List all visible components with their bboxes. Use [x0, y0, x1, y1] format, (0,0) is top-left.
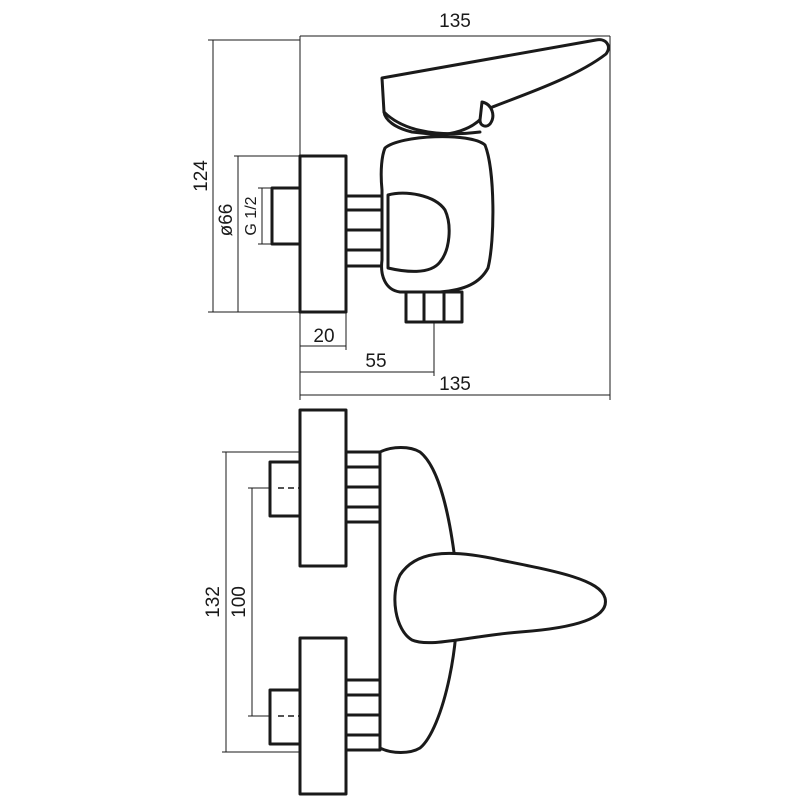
top-view: 132 100 — [203, 408, 607, 796]
dim-diameter: ø66 — [216, 204, 237, 237]
body-recess-side — [386, 191, 451, 273]
dim-flange-depth: 20 — [313, 326, 334, 347]
lever-handle-front — [393, 551, 607, 645]
dim-total-length: 132 — [203, 586, 224, 618]
dim-bottom-width: 135 — [439, 374, 471, 395]
side-view: 135 124 ø66 G 1/2 20 55 135 — [191, 11, 611, 400]
handle-cap-side — [382, 110, 482, 136]
outlet-spout-side — [404, 290, 464, 324]
lever-handle-side — [380, 38, 610, 137]
dim-thread: G 1/2 — [243, 196, 260, 235]
wall-flange-upper — [298, 408, 348, 568]
inlet-pipe-lower — [268, 688, 304, 746]
dim-top-width: 135 — [439, 11, 471, 32]
handle-button-side — [478, 100, 495, 128]
dim-height: 124 — [191, 160, 212, 192]
hex-connector-lower — [344, 678, 382, 752]
hex-connector-upper — [344, 450, 382, 524]
hex-connector-side — [344, 194, 384, 268]
dim-outlet-offset: 55 — [365, 351, 386, 372]
dim-center-distance: 100 — [229, 586, 250, 618]
wall-flange-lower — [298, 636, 348, 796]
side-view-dimension-lines — [208, 35, 611, 400]
inlet-pipe-side — [270, 186, 304, 246]
inlet-pipe-upper — [268, 460, 304, 518]
wall-flange-side — [298, 154, 348, 314]
